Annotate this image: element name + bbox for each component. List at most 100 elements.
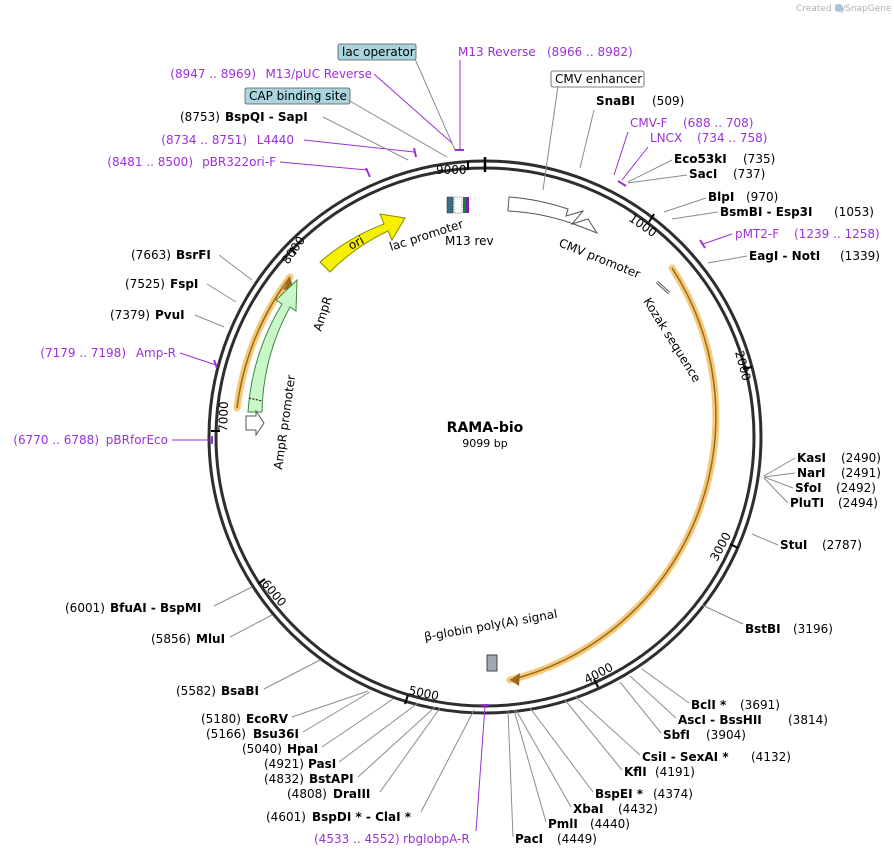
enzyme-pvui[interactable]: PvuI (7379): [110, 308, 225, 328]
ampr-feature[interactable]: [247, 278, 298, 413]
enzyme-fspi[interactable]: FspI (7525): [125, 277, 237, 303]
enzyme-kfli-pos: (4191): [655, 765, 695, 779]
enzyme-bcli-pos: (3691): [740, 698, 780, 712]
polya-feature[interactable]: [486, 654, 498, 672]
enzyme-blpi[interactable]: BlpI (970): [663, 190, 778, 213]
polya-label: β-globin poly(A) signal: [423, 607, 558, 644]
enzyme-bstapi-leader: [357, 706, 436, 778]
cmv-enhancer-box[interactable]: [550, 70, 645, 88]
enzyme-kasi[interactable]: KasI (2490): [763, 451, 881, 477]
orf-line-large: [509, 267, 717, 681]
enzyme-bspqi-sapi[interactable]: BspQI - SapI (8753): [180, 110, 409, 161]
enzyme-bspqi-pos: (8753): [180, 110, 220, 124]
primer-pmt2f-name[interactable]: pMT2-F: [735, 227, 779, 241]
enzyme-stui[interactable]: StuI (2787): [751, 533, 862, 552]
enzyme-sfoi[interactable]: SfoI (2492): [763, 476, 876, 495]
cmv-enhancer-leader: [542, 85, 559, 191]
enzyme-kfli[interactable]: KflI (4191): [564, 699, 695, 779]
m13-rev-feature[interactable]: [466, 197, 469, 213]
enzyme-draiii-leader: [379, 707, 441, 793]
enzyme-blpi-pos: (970): [746, 190, 778, 204]
lac-operator-box[interactable]: [337, 43, 417, 61]
enzyme-bspdi-clai[interactable]: BspDI * - ClaI * (4601): [266, 709, 475, 824]
tick-6000: [257, 578, 266, 585]
enzyme-bsu36i[interactable]: Bsu36I (5166): [206, 691, 371, 741]
primer-lncx-name[interactable]: LNCX: [650, 131, 682, 145]
coord-5000: 5000: [407, 683, 440, 703]
ampr-promoter-feature[interactable]: [245, 409, 265, 437]
enzyme-eco53ki-name: Eco53kI: [674, 152, 727, 166]
enzyme-bsrfi[interactable]: BsrFI (7663): [131, 248, 253, 281]
enzyme-nari[interactable]: NarI (2491): [763, 466, 881, 480]
enzyme-mlui-name: MluI: [196, 632, 225, 646]
enzyme-bstapi[interactable]: BstAPI (4832): [264, 706, 436, 786]
enzyme-bsabi-pos: (5582): [176, 684, 216, 698]
primer-m13-reverse-name[interactable]: M13 Reverse: [458, 45, 536, 59]
enzyme-bspei[interactable]: BspEI * (4374): [529, 707, 693, 801]
enzyme-eco53ki[interactable]: Eco53kI (735): [627, 152, 775, 183]
primer-l4440-leader: [303, 139, 415, 153]
snapgene-logo-icon: [835, 4, 843, 12]
primer-pbrforeco-name[interactable]: pBRforEco: [106, 433, 168, 447]
enzyme-saci[interactable]: SacI (737): [627, 167, 765, 184]
enzyme-bfuai-bspmi[interactable]: BfuAI - BspMI (6001): [65, 586, 253, 615]
enzyme-sbfi[interactable]: SbfI (3904): [619, 681, 746, 742]
credit-brand: SnapGene: [845, 4, 892, 14]
enzyme-ecorv[interactable]: EcoRV (5180): [201, 690, 369, 726]
primer-pbr322ori-name[interactable]: pBR322ori-F: [202, 155, 276, 169]
enzyme-fspi-leader: [206, 283, 237, 303]
enzyme-bsabi[interactable]: BsaBI (5582): [176, 659, 321, 698]
enzyme-xbai[interactable]: XbaI (4432): [515, 709, 658, 816]
cmv-promoter-feature[interactable]: [507, 196, 599, 235]
enzyme-xbai-name: XbaI: [573, 802, 603, 816]
enzyme-pmli[interactable]: PmlI (4440): [513, 709, 630, 831]
enzyme-asci-bsshii[interactable]: AscI - BssHII (3814): [629, 675, 828, 727]
primer-cmvf-name[interactable]: CMV-F: [630, 116, 668, 130]
primer-pbr322ori-leader: [279, 161, 368, 171]
enzyme-draiii[interactable]: DraIII (4808): [287, 707, 441, 801]
tick-2000: [742, 366, 753, 370]
enzyme-pluti[interactable]: PluTI (2494): [763, 477, 878, 510]
enzyme-saci-leader: [627, 174, 688, 184]
enzyme-bstbi[interactable]: BstBI (3196): [701, 604, 833, 636]
enzyme-eagi-noti[interactable]: EagI - NotI (1339): [707, 249, 880, 264]
enzyme-fspi-name: FspI: [170, 277, 198, 291]
enzyme-eco53ki-pos: (735): [743, 152, 775, 166]
enzyme-bsmbi-esp3i[interactable]: BsmBI - Esp3I (1053): [671, 205, 874, 220]
enzyme-mlui[interactable]: MluI (5856): [151, 614, 273, 646]
cap-binding-box[interactable]: [244, 87, 351, 105]
primer-ampr-name[interactable]: Amp-R: [136, 346, 176, 360]
enzyme-pluti-name: PluTI: [790, 496, 824, 510]
enzyme-bcli[interactable]: BclI * (3691): [641, 668, 780, 712]
enzyme-ecorv-name: EcoRV: [246, 712, 289, 726]
primer-m13puc-name[interactable]: M13/pUC Reverse: [266, 67, 373, 81]
enzyme-stui-pos: (2787): [822, 538, 862, 552]
enzyme-csii-sexai[interactable]: CsiI - SexAI * (4132): [574, 695, 791, 764]
cmv-enhancer-box-label: CMV enhancer: [555, 72, 642, 86]
enzyme-bsmbi-leader: [671, 211, 719, 220]
ori-feature[interactable]: [319, 213, 406, 273]
primer-rbglobpa-name[interactable]: rbglobpA-R: [403, 832, 470, 846]
cap-binding-feature[interactable]: [453, 196, 463, 214]
enzyme-bspdi-pos: (4601): [266, 810, 306, 824]
enzyme-bsmbi-pos: (1053): [834, 205, 874, 219]
enzyme-pasi[interactable]: PasI (4921): [264, 702, 419, 771]
enzyme-blpi-name: BlpI: [708, 190, 734, 204]
enzyme-snabi[interactable]: SnaBI (509): [579, 94, 684, 169]
enzyme-bspqi-leader: [322, 116, 409, 161]
enzyme-paci[interactable]: PacI (4449): [507, 709, 597, 846]
enzyme-bspqi-name: BspQI - SapI: [225, 110, 308, 124]
enzyme-paci-pos: (4449): [557, 832, 597, 846]
enzyme-bsabi-name: BsaBI: [221, 684, 259, 698]
enzyme-csii-name: CsiI - SexAI *: [642, 750, 729, 764]
primer-l4440-name[interactable]: L4440: [257, 133, 294, 147]
tick-3000: [729, 543, 739, 549]
lac-promoter-feature[interactable]: [446, 196, 454, 214]
lac-operator-feature[interactable]: [463, 197, 466, 213]
orf-arrowhead: [510, 673, 520, 686]
tick-1000: [648, 213, 655, 223]
enzyme-hpai[interactable]: HpaI (5040): [242, 698, 394, 756]
coord-2000: 2000: [732, 349, 753, 382]
enzyme-fspi-pos: (7525): [125, 277, 165, 291]
